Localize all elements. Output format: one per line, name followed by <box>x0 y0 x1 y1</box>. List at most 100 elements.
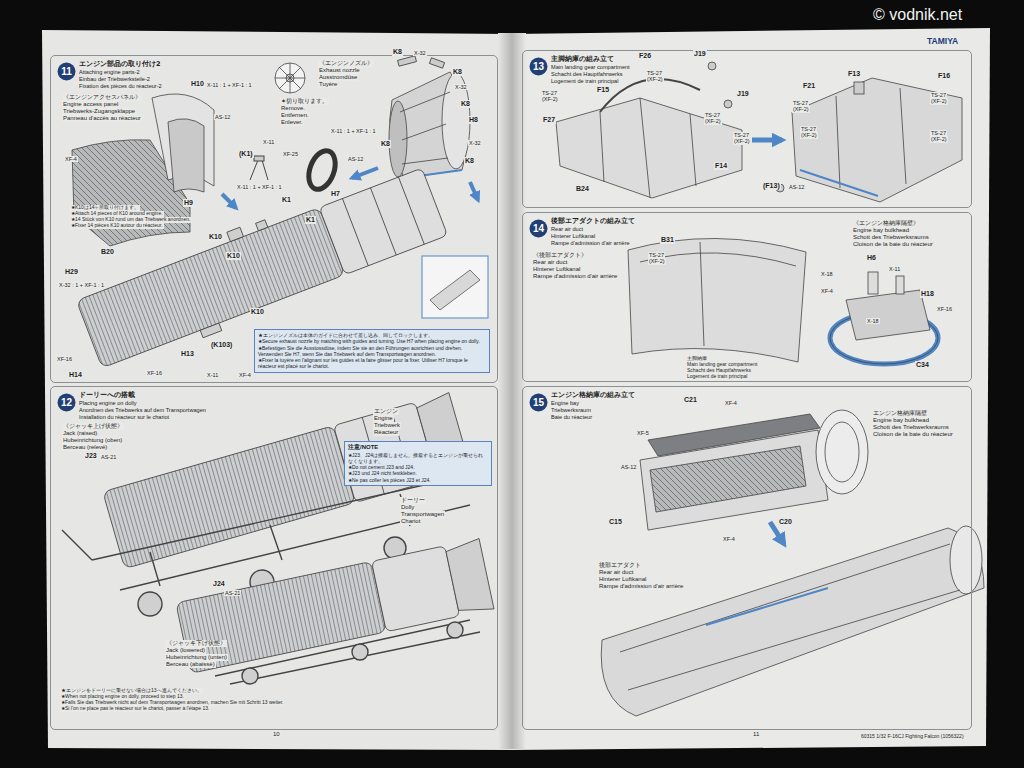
note-text: ★Si l'on ne place pas le réacteur sur le… <box>60 706 211 712</box>
gear-compartment <box>708 62 716 70</box>
note-text: 主脚納庫 <box>686 356 708 362</box>
part-number: F14 <box>714 162 728 170</box>
callout-text: Triebwerk <box>373 422 401 429</box>
step-number: 14 <box>529 219 548 238</box>
step-title: Fixation des pièces du réacteur-2 <box>79 83 162 90</box>
gear-compartment <box>792 78 962 202</box>
paint-code: XF-4 <box>238 372 252 378</box>
part-number: C20 <box>778 518 793 526</box>
step-title: Placing engine on dolly <box>79 400 206 407</box>
part-number: K8 <box>380 140 391 148</box>
part-number: F27 <box>542 116 556 124</box>
part-number: K10 <box>250 308 265 316</box>
paint-code: X-11 : 1 + XF-1 : 1 <box>206 82 253 88</box>
paint-code: XF-16 <box>936 306 953 312</box>
step-title: 後部エアダクトの組み立て <box>551 217 635 226</box>
engine-bay <box>601 528 984 716</box>
part-number: H7 <box>330 190 341 198</box>
step-number-text: 12 <box>57 393 76 412</box>
part-number: (K103) <box>210 341 233 349</box>
callout-text: Triebwerks-Zugangsklappe <box>62 108 136 115</box>
paint-code: XF-25 <box>282 151 299 157</box>
callout-text: エンジン <box>373 408 399 415</box>
gear-compartment <box>836 88 906 188</box>
exhaust-nozzle <box>402 124 446 140</box>
step-title: Attaching engine parts-2 <box>79 69 162 76</box>
paint-code: (XF-2) <box>704 118 722 124</box>
paint-code: XF-4 <box>820 288 834 294</box>
note-text: ★エンジンをドーリーに乗せない場合は13へ進んでください。 <box>60 688 203 694</box>
part-number: F21 <box>802 82 816 90</box>
assembly-arrow <box>352 168 378 178</box>
paint-code: X-11 : 1 + XF-1 : 1 <box>236 184 283 190</box>
note-text: ★Befestigen Sie die Ausstossdüse, indem … <box>258 345 486 358</box>
jet-engine <box>342 199 368 266</box>
paint-code: (XF-2) <box>733 138 751 144</box>
jet-engine <box>445 539 494 617</box>
paint-code: (XF-2) <box>930 136 948 142</box>
part-number: K1 <box>281 196 292 204</box>
paint-code: X-11 <box>262 139 275 145</box>
title-block: 後部エアダクトの組み立てRear air ductHinterer Luftka… <box>551 217 635 247</box>
engine-dolly <box>447 622 463 638</box>
engine-bay <box>640 430 828 530</box>
callout-text: Rampe d'admission d'air arrière <box>532 273 618 280</box>
callout-text: Transportwagen <box>400 511 445 518</box>
step-title: Main landing gear compartment <box>551 64 630 71</box>
engine-bay <box>601 410 984 716</box>
engine-dolly <box>138 592 162 616</box>
callout-text: Ausstromdüse <box>318 74 358 81</box>
callout-text: Jack (raised) <box>62 430 98 437</box>
part-number: J23 <box>84 452 98 460</box>
assembly-arrow <box>470 182 478 200</box>
note-text: ★Fixer la tuyère en l'alignant sur les g… <box>258 357 486 370</box>
part-number: K8 <box>460 100 471 108</box>
part-number: K8 <box>452 68 463 76</box>
engine-dolly <box>242 668 258 684</box>
brand-logo: TAMIYA <box>926 37 959 47</box>
exhaust-nozzle <box>429 58 444 68</box>
exhaust-nozzle <box>402 158 448 164</box>
part-number: H6 <box>866 254 877 262</box>
engine-dolly <box>150 552 160 586</box>
engine-bay <box>620 544 960 690</box>
part-number: (K1) <box>238 150 254 158</box>
jet-engine <box>370 188 396 255</box>
note-text: ★K10は14ヶ所取り付けます。 <box>70 205 140 211</box>
paint-code: XF-4 <box>722 536 736 542</box>
paint-code: XF-5 <box>636 430 650 436</box>
engine-dolly <box>215 620 470 676</box>
jet-engine <box>200 323 222 338</box>
paint-code: X-32 : 1 + XF-1 : 1 <box>58 282 105 288</box>
step-title: Logement de train principal <box>551 78 630 85</box>
callout-text: ドーリー <box>400 497 426 504</box>
detail-inset <box>430 270 480 310</box>
paint-code: (XF-2) <box>646 76 664 82</box>
gear-compartment <box>556 98 742 198</box>
k1-part <box>254 156 264 161</box>
detail-inset <box>422 256 488 318</box>
engine-bay <box>825 422 859 482</box>
step-title: Baie du réacteur <box>551 414 635 421</box>
note-text: ★Falls Sie das Triebwerk nicht auf dem T… <box>60 700 284 706</box>
paint-code: X-11 <box>888 266 901 272</box>
step-title: Installation du réacteur sur le chariot <box>79 414 206 421</box>
watermark: © vodnik.net <box>872 6 963 24</box>
step-title: Einbau der Triebwerksteile-2 <box>79 76 162 83</box>
callout-text: 《エンジン格納庫隔壁》 <box>852 220 920 227</box>
paint-code: AS-21 <box>224 590 241 596</box>
paint-code: XF-4 <box>64 156 78 162</box>
engine-dolly <box>92 478 455 560</box>
note-text: ★J23、J24は接着しません。接着するとエンジンが乗せられなくなります。 <box>348 452 488 465</box>
note-box: 注意/NOTE★J23、J24は接着しません。接着するとエンジンが乗せられなくな… <box>344 441 492 486</box>
paint-code: X-18 <box>820 271 834 277</box>
jet-engine <box>227 227 244 241</box>
engine-dolly <box>230 632 480 684</box>
note-text: ★Do not cement J23 and J24. <box>348 464 488 470</box>
rear-air-duct <box>700 242 704 346</box>
k1-part <box>262 160 268 180</box>
note-text: ★When not placing engine on dolly, proce… <box>60 694 185 700</box>
note-text: ★Secure exhaust nozzle by matching with … <box>258 338 486 344</box>
